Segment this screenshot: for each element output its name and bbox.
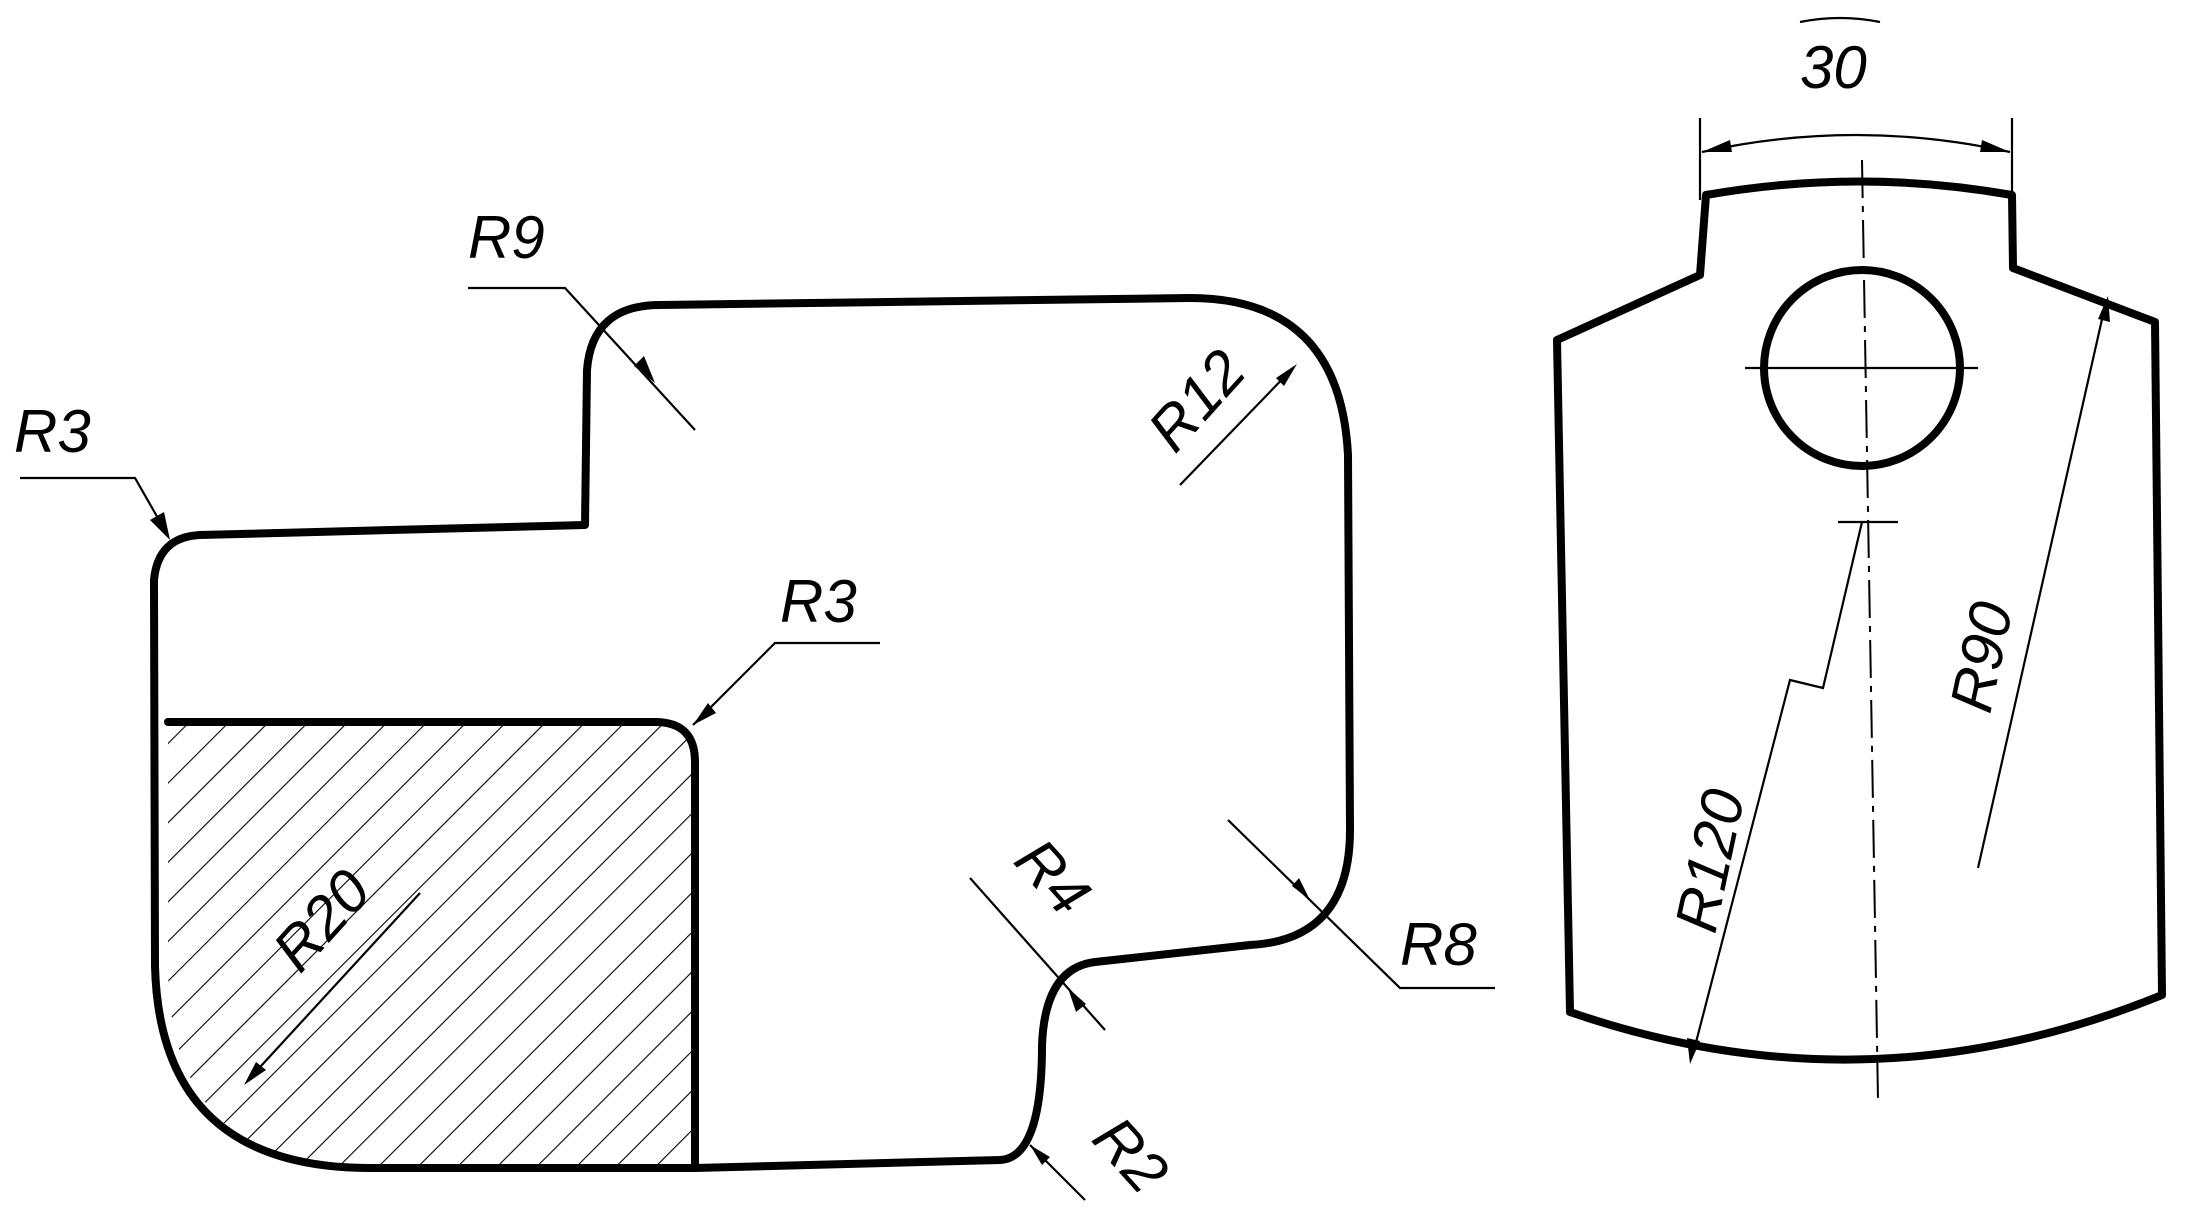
left-part-outline: [150, 294, 1354, 1172]
r120-leader: [1687, 521, 1864, 1064]
right-part-outline: [1553, 177, 2166, 1064]
width-dimension: [1698, 16, 2014, 200]
r2-label: R2: [1080, 1104, 1181, 1206]
r3-top-label: R3: [14, 398, 91, 465]
r20-leader: [244, 892, 421, 1085]
r8-label: R8: [1400, 911, 1477, 978]
vertical-centerline: [1861, 159, 1879, 1101]
r4-label: R4: [1002, 826, 1103, 928]
r3-section-label: R3: [780, 568, 857, 635]
left-view: R3 R9 R3 R12 R20 R4: [14, 204, 1495, 1206]
r90-leader: [1976, 296, 2110, 869]
hatched-section: [168, 722, 695, 1168]
r9-leader: [468, 286, 696, 431]
r3-section-leader: [692, 641, 880, 726]
r90-label: R90: [1937, 596, 2025, 718]
r3-top-leader: [20, 476, 170, 540]
r9-label: R9: [468, 204, 545, 271]
r2-leader: [1029, 1144, 1086, 1201]
right-view: 30 R120 R90: [1553, 16, 2166, 1101]
width-30-label: 30: [1800, 34, 1867, 101]
r120-label: R120: [1662, 783, 1757, 937]
section-right-edge: [651, 718, 699, 1172]
r12-label: R12: [1135, 337, 1258, 464]
r4-leader: [969, 877, 1106, 1031]
r8-leader: [1227, 819, 1495, 990]
r12-leader: [1179, 364, 1297, 486]
